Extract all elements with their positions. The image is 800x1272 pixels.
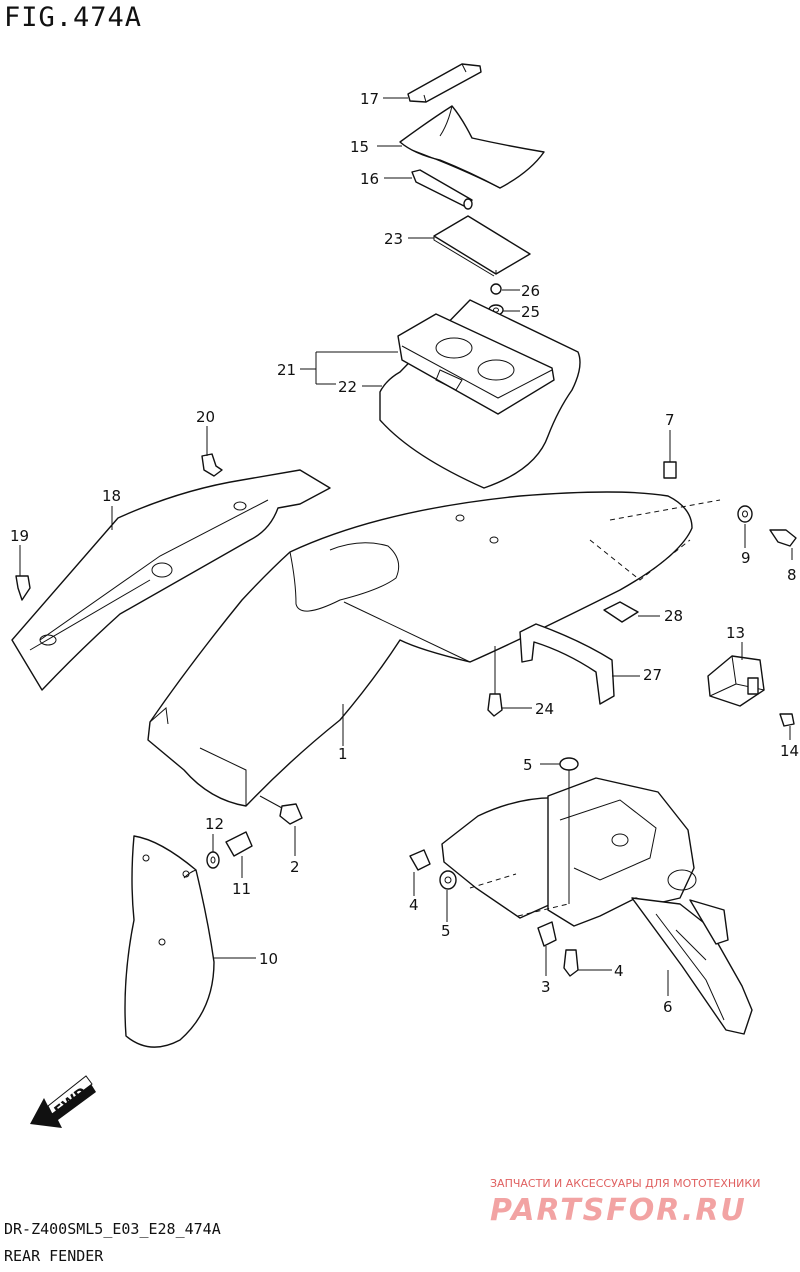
- part-21-battery-holder: [397, 313, 555, 415]
- part-15-tool-bag: [399, 105, 545, 189]
- callout-5-side: 5: [441, 922, 451, 940]
- callout-4-bottom: 4: [614, 962, 624, 980]
- part-10-mud-flap: [124, 835, 215, 1048]
- part-14-screw: [779, 713, 795, 727]
- leader-lines: [19, 97, 793, 996]
- callout-19: 19: [10, 527, 29, 545]
- callout-7: 7: [665, 411, 675, 429]
- part-2-nut: [279, 803, 303, 825]
- callout-18: 18: [102, 487, 121, 505]
- callout-14: 14: [780, 742, 799, 760]
- callout-6: 6: [663, 998, 673, 1016]
- watermark-tagline: ЗАПЧАСТИ И АКСЕССУАРЫ ДЛЯ МОТОТЕХНИКИ: [490, 1177, 761, 1190]
- part-12-washer: [206, 851, 220, 869]
- callout-10: 10: [259, 950, 278, 968]
- diagram-caption: REAR FENDER: [4, 1247, 104, 1265]
- callout-1: 1: [338, 745, 348, 763]
- callout-4-side: 4: [409, 896, 419, 914]
- callout-17: 17: [360, 90, 379, 108]
- callout-16: 16: [360, 170, 379, 188]
- part-28-pad: [603, 601, 639, 623]
- callout-13: 13: [726, 624, 745, 642]
- callout-2: 2: [290, 858, 300, 876]
- callout-21: 21: [277, 361, 296, 379]
- callout-3: 3: [541, 978, 551, 996]
- part-17-strap: [407, 63, 482, 103]
- part-6-bracket: [441, 777, 753, 1035]
- part-20-bolt: [201, 453, 223, 477]
- callout-15: 15: [350, 138, 369, 156]
- callout-11: 11: [232, 880, 251, 898]
- callout-5-top: 5: [523, 756, 533, 774]
- part-23-plate: [433, 215, 531, 277]
- part-4-bolt-bottom: [563, 949, 579, 977]
- part-27-handle: [519, 623, 615, 705]
- callout-24: 24: [535, 700, 554, 718]
- part-7-clip: [663, 461, 677, 479]
- part-11-bolt: [225, 831, 253, 857]
- callout-26: 26: [521, 282, 540, 300]
- figure-title: FIG.474A: [4, 2, 143, 33]
- part-26-nut: [490, 283, 502, 295]
- part-4-bolt-side: [409, 849, 431, 871]
- callout-9: 9: [741, 549, 751, 567]
- part-8-screw: [769, 529, 797, 547]
- callout-28: 28: [664, 607, 683, 625]
- part-19-bolt: [15, 575, 31, 601]
- watermark-logo: PARTSFOR.RU: [490, 1193, 747, 1228]
- part-5-washer-side: [439, 870, 457, 890]
- callout-8: 8: [787, 566, 797, 584]
- part-9-washer: [737, 505, 753, 523]
- callout-12: 12: [205, 815, 224, 833]
- part-3-clip: [537, 921, 557, 947]
- part-5-washer-top: [559, 757, 579, 771]
- forward-arrow-icon: FWD: [30, 1075, 96, 1128]
- callouts: 17 15 16 23 26 25 21 22 20 18 19 7 9 8 2…: [10, 90, 799, 1016]
- callout-20: 20: [196, 408, 215, 426]
- part-24-bolt: [487, 693, 503, 717]
- callout-23: 23: [384, 230, 403, 248]
- callout-22: 22: [338, 378, 357, 396]
- callout-25: 25: [521, 303, 540, 321]
- part-16-tool: [411, 169, 473, 210]
- callout-27: 27: [643, 666, 662, 684]
- part-1-rear-fender: [147, 491, 693, 807]
- part-18-cover: [11, 469, 331, 691]
- diagram-code: DR-Z400SML5_E03_E28_474A: [4, 1220, 221, 1238]
- part-13-reflector: [707, 655, 765, 707]
